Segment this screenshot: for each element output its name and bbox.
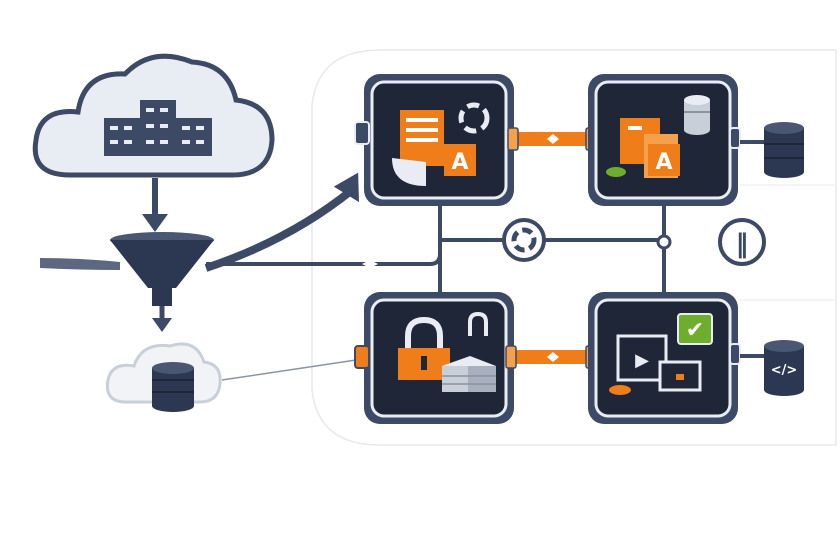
svg-text:▶: ▶ (635, 350, 649, 371)
svg-text:A: A (451, 150, 468, 175)
input-stream (40, 258, 120, 270)
panel-lock[interactable] (354, 292, 514, 424)
app-badge-a: A (444, 144, 476, 176)
funnel-icon (110, 232, 214, 306)
pipe-bottom (505, 345, 597, 369)
refresh-node-icon (502, 218, 546, 262)
arrow-down-cloud-funnel (142, 178, 168, 232)
app-badge-a: A (648, 144, 680, 176)
svg-text:A: A (655, 150, 672, 175)
svg-text:‖: ‖ (736, 229, 749, 259)
code-icon[interactable]: </> (740, 340, 804, 396)
panel-folder[interactable]: A (588, 74, 741, 206)
db-to-lock-line (221, 359, 357, 381)
curved-arrow-head (333, 172, 359, 203)
pipe-top (507, 127, 597, 151)
database-icon-right (740, 122, 804, 178)
svg-text:</>: </> (771, 363, 798, 378)
lock-shackle-small (468, 311, 488, 336)
green-leaf (606, 167, 626, 177)
lock-icon (398, 316, 450, 380)
cloud-server-icon (32, 53, 275, 178)
database-cloud-icon (105, 342, 222, 412)
document-app-icon (392, 110, 444, 186)
curved-arrow (204, 186, 355, 272)
panel-video[interactable]: ▶ ✔ (588, 292, 741, 424)
svg-text:✔: ✔ (686, 318, 704, 343)
bus-lines (438, 200, 666, 300)
video-play-icon: ▶ (616, 334, 702, 392)
pipeline-container (311, 49, 837, 446)
checkmark-icon: ✔ (677, 313, 713, 345)
bus-node (656, 234, 672, 250)
database-icon (684, 95, 710, 135)
arrow-down-funnel-db (152, 306, 172, 332)
stack-icon (442, 356, 496, 392)
right-rail (740, 184, 836, 301)
pause-icon[interactable]: ‖ (718, 218, 766, 266)
panel-document[interactable]: A (354, 74, 514, 206)
connector-diamond (362, 260, 378, 268)
refresh-icon (458, 102, 490, 134)
orange-leaf (609, 385, 631, 395)
